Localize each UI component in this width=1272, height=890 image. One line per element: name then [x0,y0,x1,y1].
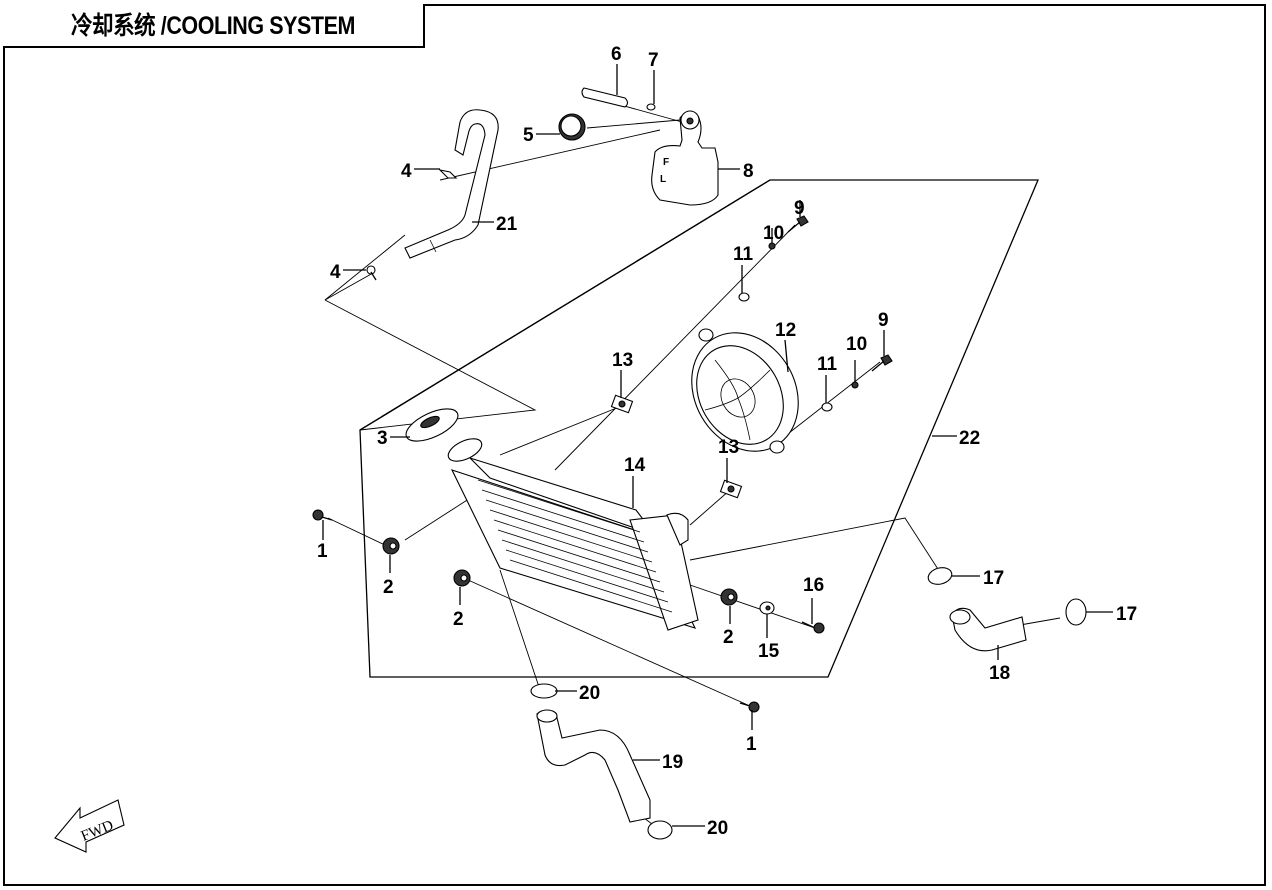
routing-line [324,272,374,301]
reservoir-cap-5[interactable] [558,113,586,141]
radiator-cap-3[interactable] [402,402,486,465]
alignment-line [554,224,796,471]
callout-9: 9 [878,310,889,331]
callout-13: 13 [718,437,739,458]
callout-19: 19 [662,752,683,773]
hose-clip-4b[interactable] [366,265,377,281]
assembly-outline-edge [359,179,771,431]
overflow-hose-6[interactable] [581,87,629,108]
forward-arrow-icon: FWD [54,799,125,853]
assembly-outline-22 [359,179,1039,678]
callout-10: 10 [846,334,867,355]
callout-labels: 1 1 2 2 2 3 4 4 5 6 7 8 9 9 10 10 11 11 … [317,44,1137,839]
full-mark: F [663,157,669,168]
alignment-line [499,569,541,691]
callout-11: 11 [817,354,838,375]
grommet-2a[interactable] [382,537,400,555]
callout-7: 7 [648,50,659,71]
callout-20: 20 [579,683,600,704]
callout-1: 1 [746,734,757,755]
callout-11: 11 [733,244,754,265]
spring-washer-10b[interactable] [851,381,859,389]
grommet-2c[interactable] [720,588,738,606]
alignment-line [689,489,731,526]
nut-clip-13b[interactable] [719,479,743,499]
hose-band [429,239,437,253]
title-box: 冷却系统 /COOLING SYSTEM [3,4,425,48]
nut-clip-13a[interactable] [610,394,634,414]
reservoir-hose-21[interactable] [404,109,499,259]
flat-washer-11b[interactable] [821,402,833,412]
alignment-line [404,494,476,541]
callout-2: 2 [723,627,734,648]
callout-15: 15 [758,641,780,662]
callout-14: 14 [624,455,646,476]
callout-2: 2 [453,609,464,630]
bolt-1b[interactable] [739,701,760,713]
cooling-fan-12[interactable] [671,313,820,470]
hose-clamp-20a[interactable] [530,683,558,699]
bolt-9b[interactable] [871,354,893,372]
callout-3: 3 [377,428,388,449]
hose-routing-line [324,299,537,431]
hose-clamp-20b[interactable] [647,820,673,840]
radiator-fins [477,479,673,613]
callout-8: 8 [743,161,754,182]
hose-clamp-17a[interactable] [926,565,953,587]
alignment-line [327,517,386,546]
callout-1: 1 [317,541,328,562]
coolant-reservoir-8[interactable]: F L [651,110,719,206]
upper-hose-routing-line [689,517,946,581]
alignment-line [779,361,881,441]
callout-10: 10 [763,223,784,244]
collar-15[interactable] [759,601,775,615]
flat-washer-11a[interactable] [738,292,750,302]
alignment-line [1019,617,1061,626]
callout-17: 17 [1116,604,1137,625]
alignment-line [586,119,681,129]
radiator-14[interactable] [450,457,699,631]
routing-line [324,234,406,301]
page-title: 冷却系统 /COOLING SYSTEM [70,12,356,40]
lower-water-hose-19[interactable] [536,709,651,823]
callout-18: 18 [989,663,1010,684]
hose-clamp-17b[interactable] [1065,598,1087,626]
radiator-inlet [666,512,689,546]
upper-water-hose-18[interactable] [949,607,1027,652]
bolt-1a[interactable] [312,509,333,521]
callout-5: 5 [523,125,534,146]
alignment-line [467,579,751,707]
callout-20: 20 [707,818,728,839]
callout-22: 22 [959,428,980,449]
callout-4: 4 [330,262,341,283]
callout-4: 4 [401,161,412,182]
callout-9: 9 [794,198,805,219]
callout-12: 12 [775,320,796,341]
callout-21: 21 [496,214,518,235]
bolt-16[interactable] [801,621,825,634]
bolt-9a[interactable] [787,215,809,233]
low-mark: L [660,174,666,185]
callout-13: 13 [612,350,633,371]
reservoir-routing-line [439,129,661,181]
diagram-frame [3,4,1266,886]
grommet-2b[interactable] [453,569,471,587]
callout-6: 6 [611,44,622,65]
clip-7[interactable] [646,103,656,111]
callout-17: 17 [983,568,1004,589]
callout-16: 16 [803,575,824,596]
alignment-line [689,584,816,629]
hose-clip-4a[interactable] [438,169,458,179]
callout-2: 2 [383,577,394,598]
alignment-line [499,404,625,456]
